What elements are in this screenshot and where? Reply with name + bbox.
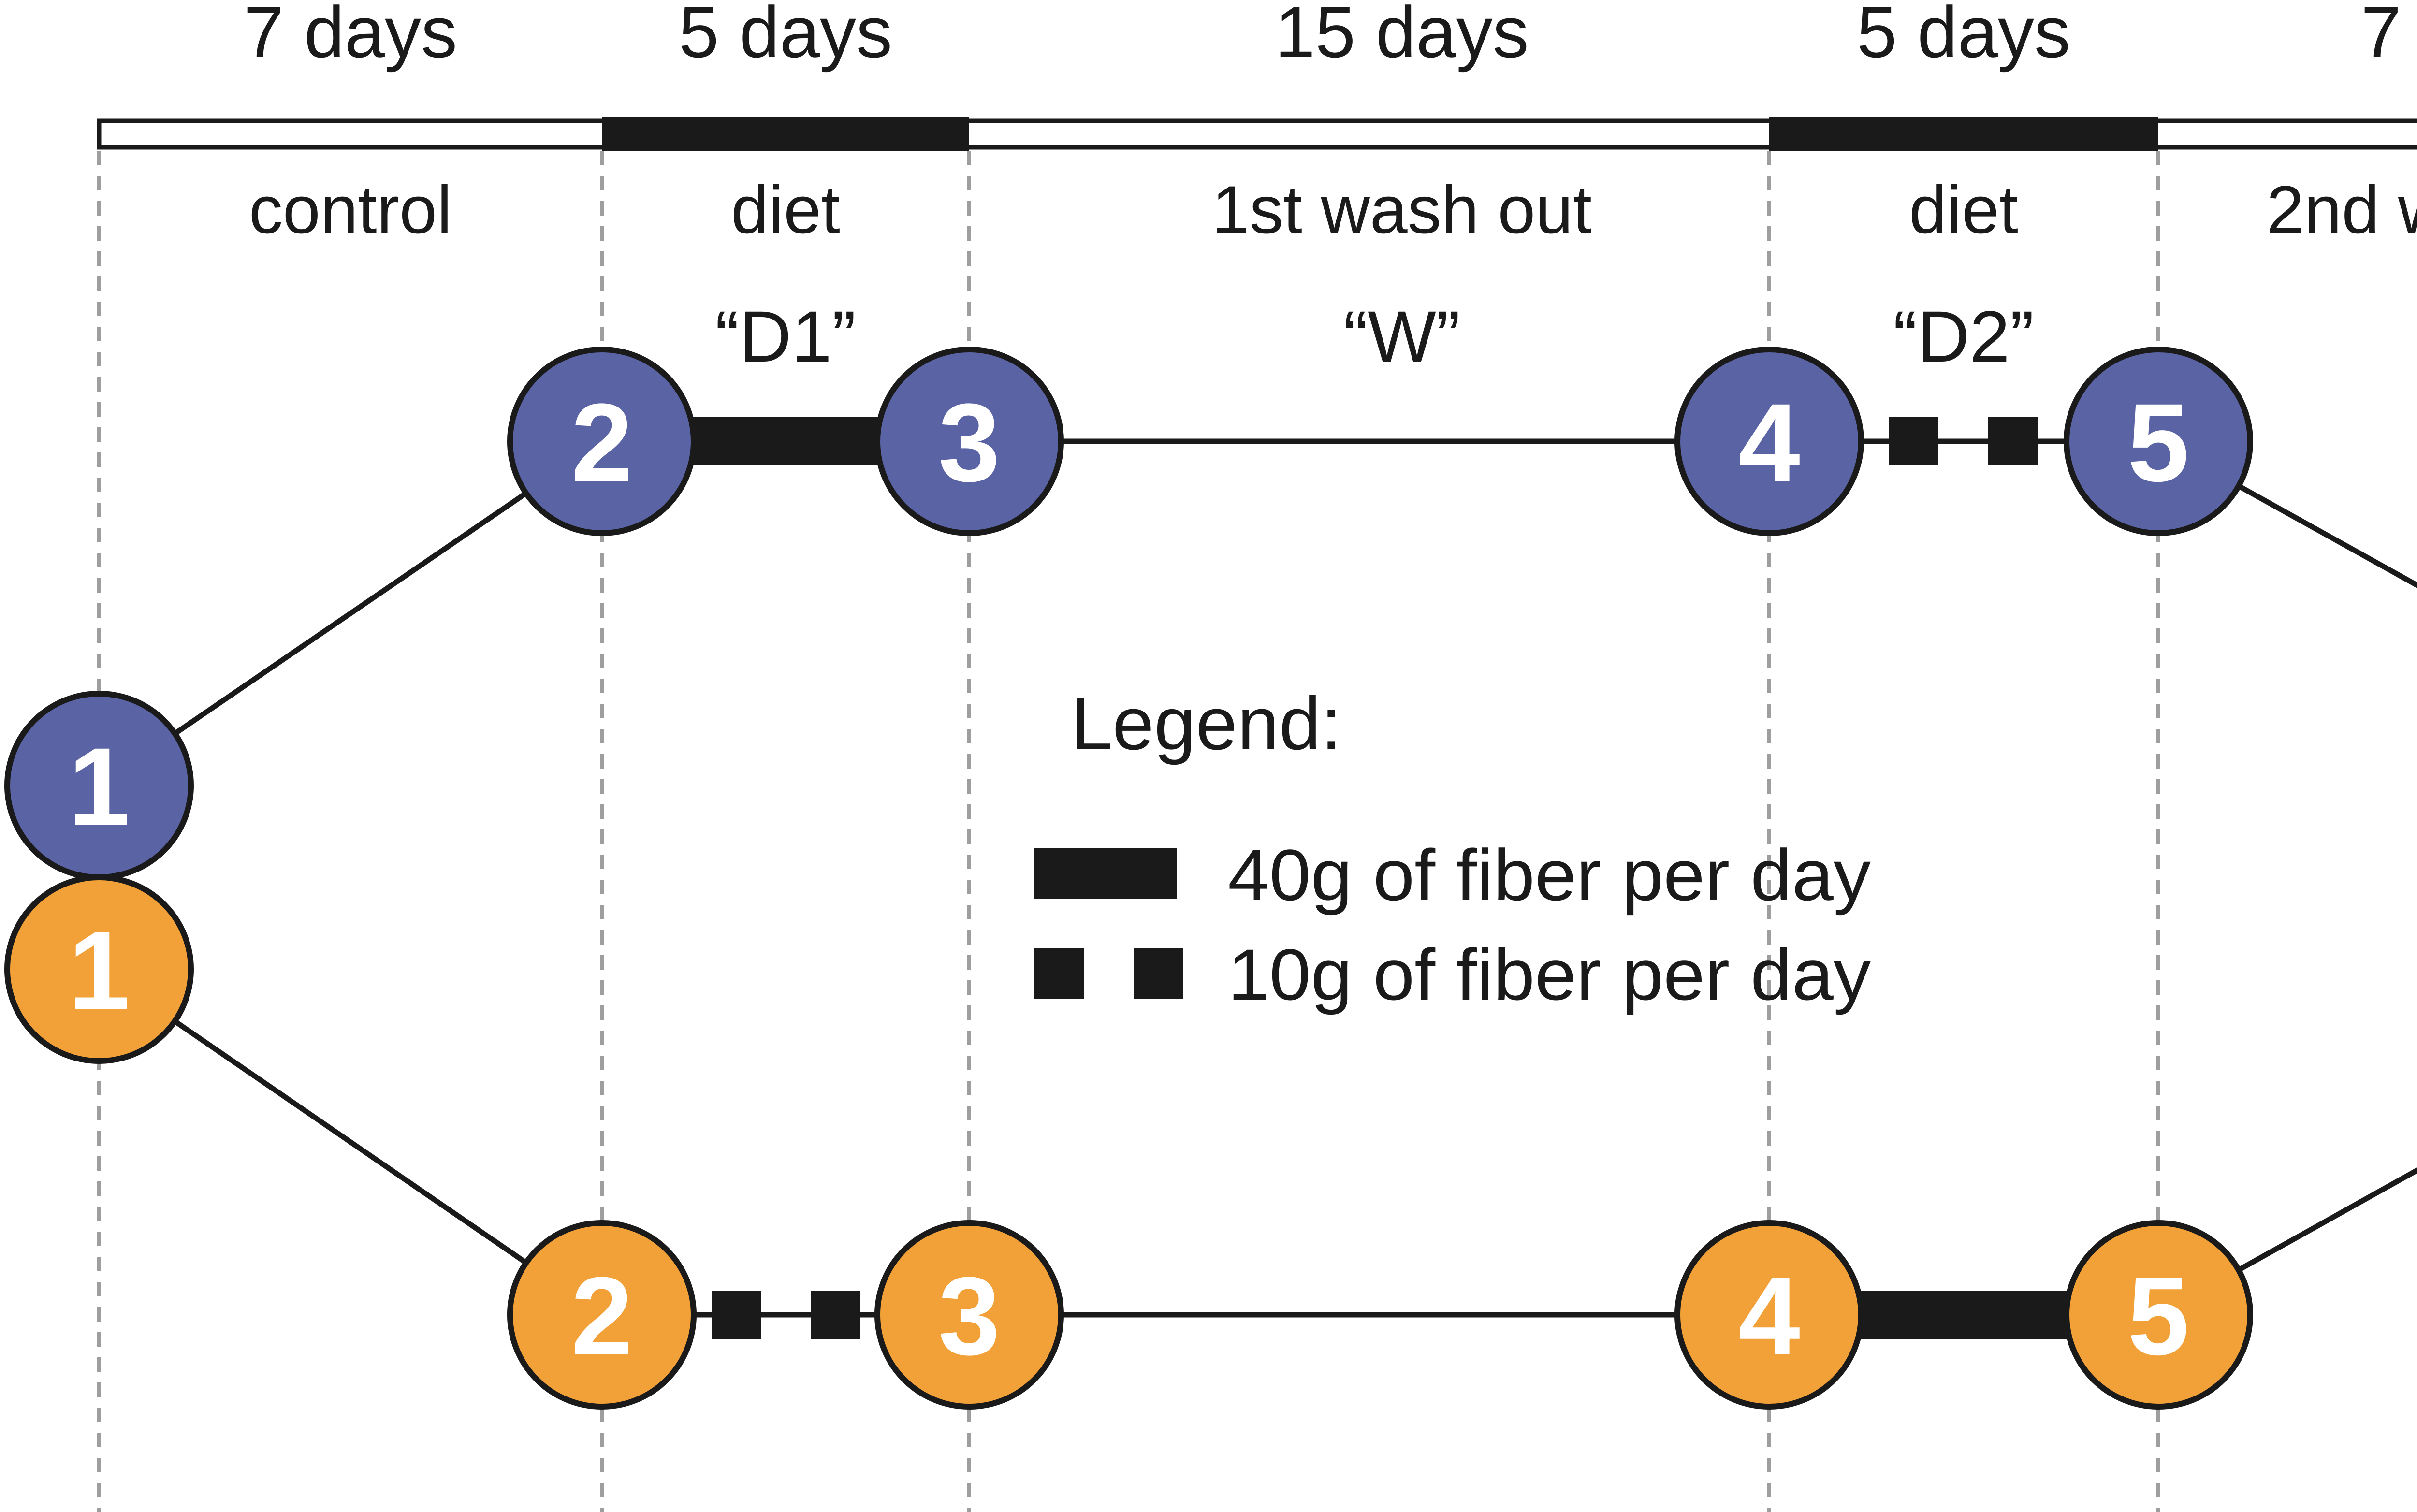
legend: Legend: 40g of fiber per day 10g of fibe…: [1034, 682, 1871, 1015]
sequence-1-connectors: [97, 417, 2417, 788]
phase-name-labels: control diet 1st wash out diet 2nd wash …: [249, 172, 2417, 247]
study-node-number: 3: [938, 380, 1000, 505]
study-node-circle: [874, 1220, 1064, 1410]
timeline-segment-diet1: [602, 117, 969, 151]
high-fiber-bar: [690, 417, 881, 465]
duration-labels: 7 days 5 days 15 days 5 days 7 days: [244, 0, 2417, 73]
phase-name-label: diet: [1909, 172, 2018, 247]
phase-duration-label: 5 days: [679, 0, 892, 73]
study-node-circle: [4, 874, 194, 1064]
phase-duration-label: 5 days: [1857, 0, 2070, 73]
legend-title: Legend:: [1071, 682, 1341, 765]
study-node-number: 1: [68, 908, 130, 1032]
study-node-circle: [2064, 1220, 2253, 1410]
study-node: 1: [4, 874, 194, 1064]
low-fiber-square: [1889, 417, 1938, 465]
legend-item: 10g of fiber per day: [1034, 934, 1871, 1015]
phase-code-label: “D1”: [715, 296, 856, 377]
study-node-circle: [874, 347, 1064, 536]
low-fiber-square: [712, 1291, 761, 1339]
phase-name-label: control: [249, 172, 452, 247]
study-node-number: 2: [571, 1254, 633, 1378]
solid-bar-icon: [1034, 848, 1177, 899]
phase-duration-label: 7 days: [2361, 0, 2417, 73]
arm-connector-line: [97, 439, 604, 788]
study-node: 5: [2064, 1220, 2253, 1410]
study-node: 3: [874, 1220, 1064, 1410]
phase-name-label: 1st wash out: [1212, 172, 1592, 247]
study-node: 4: [1674, 347, 1864, 536]
high-fiber-bar: [1858, 1291, 2070, 1339]
timeline-segment-diet2: [1769, 117, 2158, 151]
study-node-number: 4: [1738, 380, 1800, 505]
study-node-number: 2: [571, 380, 633, 505]
legend-item-label: 10g of fiber per day: [1228, 934, 1871, 1015]
two-squares-icon: [1134, 948, 1183, 999]
sequence-2-nodes: 1 2 3 4 5 6: [4, 874, 2253, 1410]
phase-duration-label: 15 days: [1275, 0, 1529, 73]
study-node-number: 5: [2127, 1254, 2189, 1378]
phase-code-label: “D2”: [1893, 296, 2034, 377]
study-node-circle: [2064, 347, 2253, 536]
study-node: 5: [2064, 347, 2253, 536]
study-node-number: 1: [68, 725, 130, 849]
two-squares-icon: [1034, 948, 1084, 999]
study-node-circle: [507, 347, 697, 536]
study-node: 2: [507, 1220, 697, 1410]
study-node-circle: [1674, 347, 1864, 536]
sequence-1-nodes: 1 2 3 4 5 6: [4, 347, 2253, 880]
arm-connector-line: [97, 967, 604, 1317]
study-node-number: 4: [1738, 1254, 1800, 1378]
phase-code-label: “W”: [1343, 296, 1460, 377]
arm-connector-line: [2157, 439, 2417, 588]
study-node-circle: [1674, 1220, 1864, 1410]
study-node: 4: [1674, 1220, 1864, 1410]
study-node: 1: [4, 691, 194, 880]
timeline-bar-group: [97, 117, 2417, 151]
phase-code-labels: “D1” “W” “D2”: [715, 296, 2034, 377]
study-node: 3: [874, 347, 1064, 536]
phase-name-label: diet: [731, 172, 840, 247]
phase-duration-label: 7 days: [244, 0, 457, 73]
arm-connector-line: [2157, 1167, 2417, 1317]
study-node-number: 3: [938, 1254, 1000, 1378]
phase-name-label: 2nd wash out: [2267, 172, 2417, 247]
study-node-number: 5: [2127, 380, 2189, 505]
low-fiber-square: [811, 1291, 860, 1339]
legend-item-label: 40g of fiber per day: [1228, 834, 1871, 916]
legend-item: 40g of fiber per day: [1034, 834, 1871, 916]
low-fiber-square: [1988, 417, 2038, 465]
sequence-2-connectors: [97, 967, 2417, 1339]
study-node-circle: [507, 1220, 697, 1410]
study-node: 2: [507, 347, 697, 536]
